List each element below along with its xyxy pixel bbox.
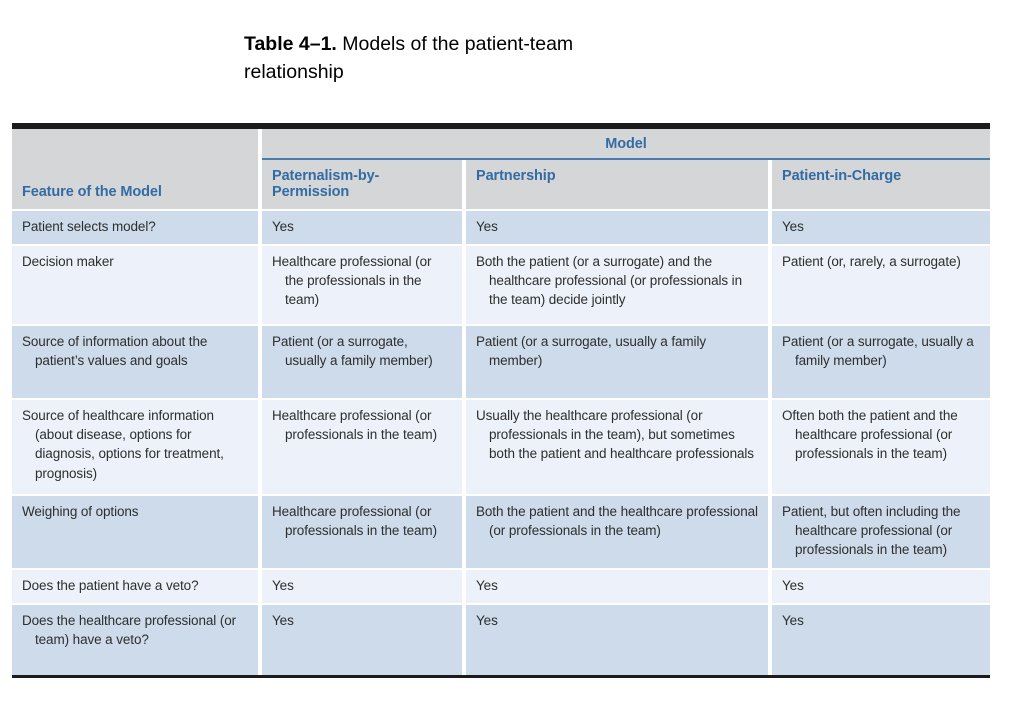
table-caption: Table 4–1. Models of the patient-team re… [244,30,674,87]
feature-cell: Decision maker [12,246,258,325]
table-cell: Usually the healthcare professional (or … [466,400,768,495]
table-cell: Both the patient and the healthcare prof… [466,496,768,568]
feature-cell: Weighing of options [12,496,258,568]
column-header-patient-in-charge: Patient-in-Charge [772,160,990,209]
table-header: Feature of the Model Model Paternalism-b… [12,129,990,209]
feature-cell: Does the healthcare professional (or tea… [12,604,258,675]
table-cell: Healthcare professional (or the professi… [262,246,462,325]
table-row: Source of information about the patient’… [12,326,990,399]
table-cell: Yes [466,211,768,245]
table-cell: Healthcare professional (or professional… [262,496,462,568]
feature-cell: Patient selects model? [12,211,258,245]
table-cell: Yes [466,604,768,675]
table-row: Weighing of options Healthcare professio… [12,496,990,568]
feature-cell: Source of information about the patient’… [12,326,258,399]
feature-cell: Does the patient have a veto? [12,569,258,603]
table-cell: Patient, but often including the healthc… [772,496,990,568]
table-row: Does the patient have a veto? Yes Yes Ye… [12,569,990,603]
table-cell: Patient (or, rarely, a surrogate) [772,246,990,325]
feature-cell: Source of healthcare information (about … [12,400,258,495]
table-cell: Yes [772,569,990,603]
column-header-paternalism: Paternalism-by-Permission [262,160,462,209]
table-row: Does the healthcare professional (or tea… [12,604,990,675]
table-cell: Yes [772,211,990,245]
table-cell: Yes [262,604,462,675]
table-cell: Patient (or a surrogate, usually a famil… [466,326,768,399]
patient-team-models-table: Feature of the Model Model Paternalism-b… [12,123,990,678]
model-column-headers: Paternalism-by-Permission Partnership Pa… [262,160,990,209]
table-cell: Patient (or a surrogate, usually a famil… [772,326,990,399]
table-row: Decision maker Healthcare professional (… [12,246,990,325]
table-cell: Yes [466,569,768,603]
table-cell: Yes [772,604,990,675]
feature-column-header: Feature of the Model [12,129,258,209]
table-row: Source of healthcare information (about … [12,400,990,495]
table-cell: Yes [262,211,462,245]
model-column-group: Model Paternalism-by-Permission Partners… [262,129,990,209]
table-caption-number: Table 4–1. [244,33,337,55]
table-cell: Both the patient (or a surrogate) and th… [466,246,768,325]
column-header-partnership: Partnership [466,160,768,209]
table-caption-text: Models of the patient-team relationship [244,33,574,84]
table-cell: Healthcare professional (or professional… [262,400,462,495]
table-cell: Often both the patient and the healthcar… [772,400,990,495]
table-row: Patient selects model? Yes Yes Yes [12,211,990,245]
table-cell: Patient (or a surrogate, usually a famil… [262,326,462,399]
table-cell: Yes [262,569,462,603]
model-group-header: Model [262,129,990,160]
feature-column-header-label: Feature of the Model [22,184,162,200]
